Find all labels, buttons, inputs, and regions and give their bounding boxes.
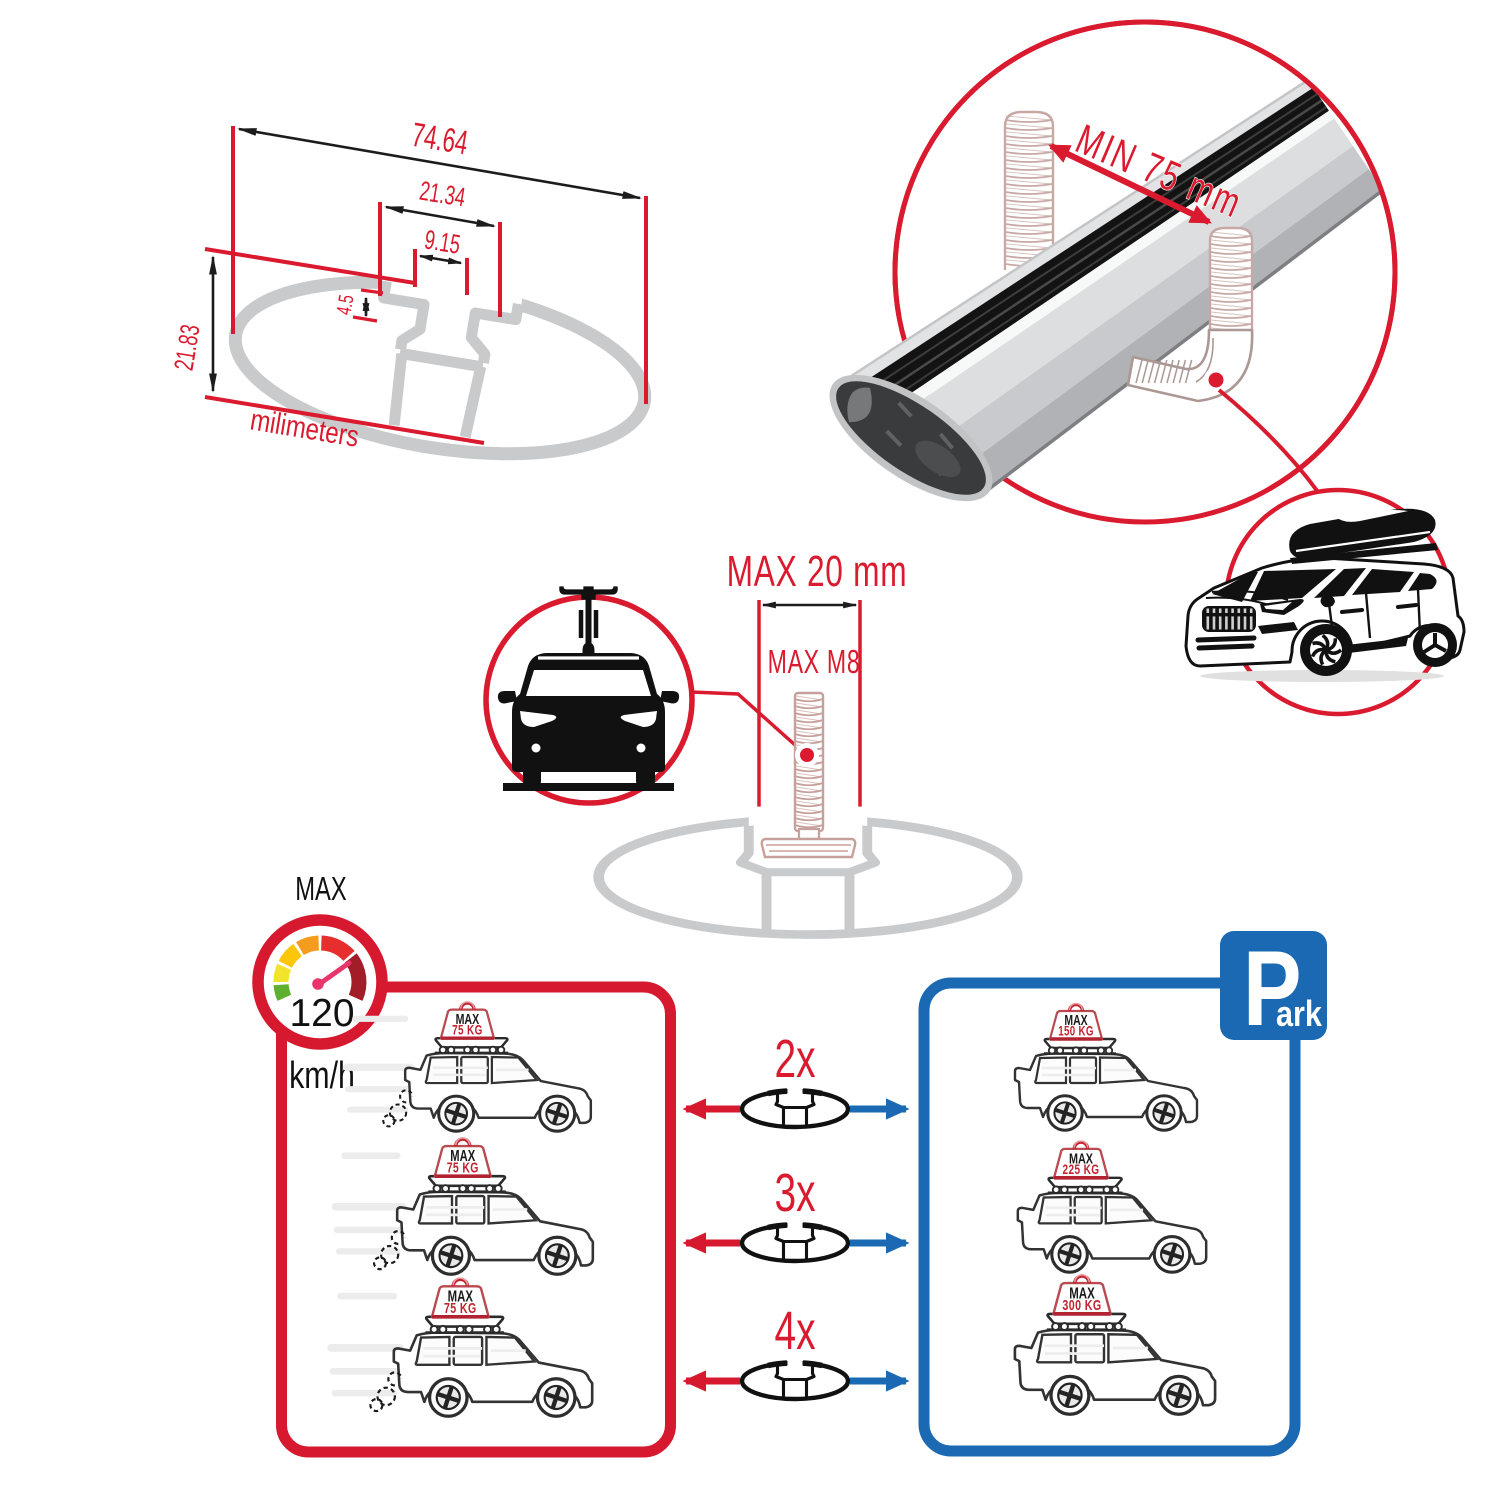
svg-text:3x: 3x: [774, 1162, 815, 1223]
svg-text:MAX: MAX: [295, 871, 346, 908]
svg-text:MAX: MAX: [456, 1010, 480, 1027]
svg-text:ark: ark: [1276, 995, 1322, 1035]
svg-text:MAX: MAX: [1064, 1012, 1088, 1028]
svg-text:milimeters: milimeters: [248, 402, 361, 453]
svg-text:2x: 2x: [774, 1028, 815, 1089]
svg-text:4.5: 4.5: [332, 293, 358, 316]
svg-text:74.64: 74.64: [409, 116, 471, 162]
svg-text:21.34: 21.34: [417, 175, 467, 212]
svg-text:75 KG: 75 KG: [447, 1160, 479, 1176]
svg-text:4x: 4x: [774, 1300, 815, 1361]
svg-text:km/h: km/h: [289, 1055, 355, 1097]
svg-text:MAX: MAX: [448, 1288, 474, 1305]
svg-text:120: 120: [289, 992, 354, 1035]
svg-text:75 KG: 75 KG: [444, 1299, 477, 1316]
svg-text:MAX: MAX: [1069, 1150, 1093, 1167]
svg-text:MAX: MAX: [1069, 1284, 1095, 1302]
svg-text:21.83: 21.83: [168, 322, 205, 372]
svg-text:150 KG: 150 KG: [1058, 1024, 1094, 1039]
svg-text:P: P: [1243, 928, 1302, 1048]
svg-text:75 KG: 75 KG: [452, 1022, 482, 1038]
svg-text:225 KG: 225 KG: [1063, 1162, 1100, 1178]
svg-text:MAX: MAX: [450, 1147, 475, 1164]
svg-text:300 KG: 300 KG: [1062, 1296, 1101, 1313]
svg-text:MAX M8: MAX M8: [768, 644, 861, 681]
svg-text:MAX 20 mm: MAX 20 mm: [727, 547, 908, 596]
svg-text:9.15: 9.15: [422, 224, 462, 260]
